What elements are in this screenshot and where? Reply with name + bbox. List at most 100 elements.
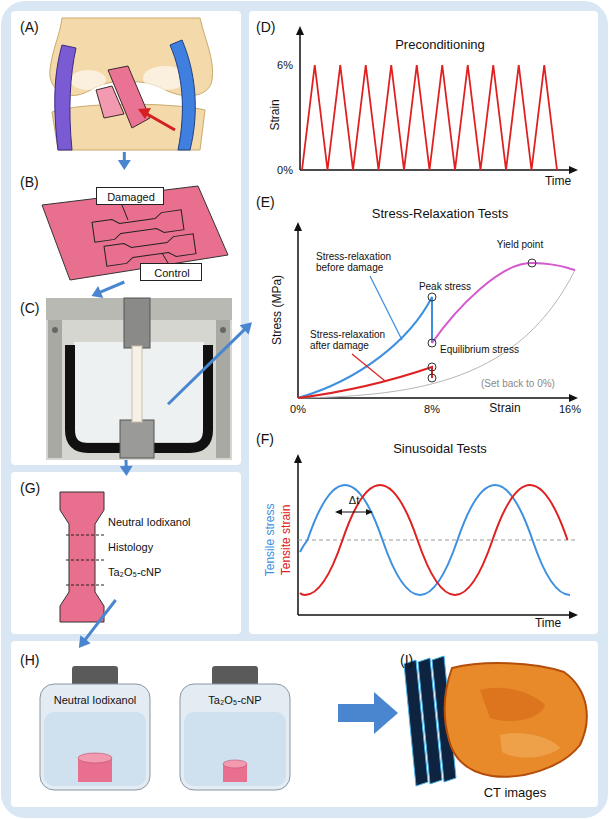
panel-region: (I) CT images [398, 648, 593, 803]
point-marker [428, 293, 436, 301]
panel-letter: (C) [20, 300, 60, 316]
axis-line [300, 169, 570, 171]
panel-region: (A) [18, 15, 235, 152]
panel-region: (G) [18, 476, 235, 600]
flow-arrow [338, 692, 398, 734]
flow-arrow [120, 460, 133, 476]
curve-annotation: Stress-relaxation before damage [316, 251, 411, 274]
arrowhead [120, 466, 133, 476]
panel-region: (B) DamagedControl [18, 170, 235, 282]
chart-title: Preconditioning [340, 38, 540, 53]
axis-line [299, 34, 301, 170]
panel-background [11, 472, 241, 634]
arrowhead [374, 692, 398, 734]
axis-line [297, 462, 299, 615]
arrowhead [92, 286, 104, 298]
callout-box: Control [140, 263, 202, 281]
panel-region: (H)Neutral IodixanolTa₂O₅-cNP [18, 648, 338, 803]
jar-node: Ta₂O₅-cNP [180, 684, 290, 790]
arrowhead [240, 322, 252, 334]
point-annotation: Yield point [485, 239, 555, 251]
panel-background [11, 641, 598, 807]
axis-title: Strain [480, 402, 530, 416]
phase-label: Δt [342, 494, 366, 507]
axis-arrowhead [569, 394, 578, 402]
jar-liquid [44, 712, 146, 786]
curve-annotation: Stress-relaxation after damage [310, 329, 405, 352]
dogbone-specimen [92, 210, 184, 242]
panel-letter: (A) [20, 19, 60, 35]
phase-arrowhead [366, 509, 373, 515]
axis-arrowhead [569, 611, 578, 619]
callout-box: Damaged [96, 187, 164, 205]
ct-texture [500, 733, 560, 757]
point-marker [528, 259, 536, 267]
axis-arrowhead [294, 222, 302, 231]
arrow-shaft [338, 704, 376, 722]
flow-arrow [79, 600, 116, 648]
jar-cap [212, 666, 258, 686]
axis-tick: 16% [555, 403, 585, 416]
upper-grip [124, 298, 150, 348]
axis-title: Tensite strain [280, 490, 294, 590]
image-caption: CT images [455, 786, 575, 801]
chart-title: Stress-Relaxation Tests [330, 207, 550, 222]
leader-line [122, 205, 128, 220]
axis-line [298, 614, 570, 616]
strain-wave [300, 485, 568, 595]
reset-curve [298, 270, 575, 398]
axis-title: Strain [269, 85, 283, 145]
lower-grip [120, 420, 154, 458]
strain-waveform [302, 65, 557, 170]
jar-label: Ta₂O₅-cNP [181, 694, 289, 707]
panel-letter: (E) [256, 194, 296, 210]
leader-line [162, 253, 168, 263]
panel-letter: (F) [256, 431, 296, 447]
chart-panel: (F) Sinusoidal Tests [252, 427, 594, 627]
ct-cross-section [445, 663, 587, 777]
medial-ligament [55, 45, 76, 150]
lateral-ligament [170, 40, 195, 150]
axis-tick: 6% [270, 59, 300, 72]
point-marker [428, 374, 436, 382]
jar-body [40, 684, 150, 790]
axis-title: Time [538, 175, 578, 189]
cut-line [66, 560, 104, 561]
chart-panel: (D) Preconditioning [252, 15, 594, 185]
dogbone-specimen [60, 492, 104, 622]
phase-arrowhead [335, 509, 342, 515]
pointer-arrow [147, 114, 175, 130]
acl-ligament [108, 66, 150, 128]
cut-line [66, 535, 104, 536]
cut-line [66, 585, 104, 586]
panel-background [249, 11, 598, 634]
callout-line [352, 354, 385, 381]
section-label: Neutral Iodixanol [108, 516, 236, 529]
arrowhead [118, 160, 131, 170]
rig-screw [52, 327, 58, 333]
panel-background [11, 11, 241, 465]
curve-annotation: (Set back to 0%) [468, 378, 568, 390]
rig-screw [220, 327, 226, 333]
panel-letter: (G) [20, 480, 60, 496]
panel-letter: (B) [20, 174, 60, 190]
axis-line [298, 397, 570, 399]
box-label: Control [142, 267, 202, 280]
tissue-sample [78, 753, 112, 763]
panel-letter: (I) [400, 652, 440, 668]
phase-arrow [340, 512, 368, 513]
chart-title: Sinusoidal Tests [340, 442, 540, 457]
specimen-strand [132, 346, 142, 422]
panel-letter: (D) [256, 19, 296, 35]
arrow-shaft [123, 152, 126, 161]
flow-arrow [92, 282, 125, 298]
jar-liquid [184, 712, 286, 786]
axis-tick: 8% [417, 403, 447, 416]
point-marker [428, 363, 436, 371]
condyle-highlight [70, 70, 106, 90]
axis-title: Time [528, 617, 568, 631]
point-annotation: Peak stress [410, 281, 480, 293]
